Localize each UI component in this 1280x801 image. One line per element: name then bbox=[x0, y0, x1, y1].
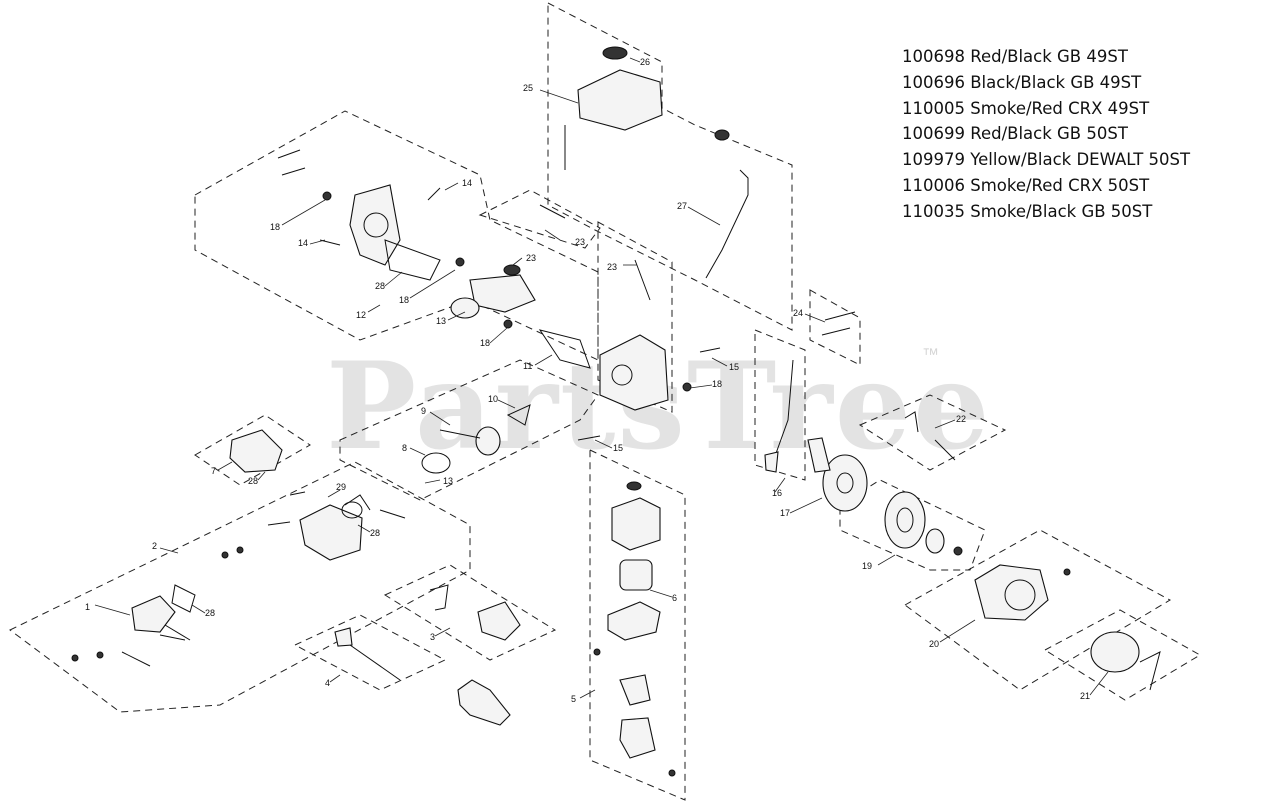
air-filter-box bbox=[589, 449, 686, 801]
valve-cover-icon bbox=[131, 595, 176, 633]
callout-label: 18 bbox=[712, 379, 722, 389]
callout-label: 13 bbox=[436, 316, 446, 326]
fan-cover-icon bbox=[974, 564, 1049, 621]
callout-label: 28 bbox=[205, 608, 215, 618]
callout-label: 9 bbox=[421, 406, 426, 416]
callout-label: 28 bbox=[248, 476, 258, 486]
recoil-starter-icon bbox=[1090, 631, 1140, 673]
callout-label: 18 bbox=[399, 295, 409, 305]
flywheel-icon bbox=[822, 454, 868, 512]
callout-label: 3 bbox=[430, 632, 435, 642]
crankcase-cover-icon bbox=[349, 184, 401, 266]
callout-label: 23 bbox=[607, 262, 617, 272]
callout-label: 4 bbox=[325, 678, 330, 688]
ignition-coil-icon bbox=[904, 411, 956, 461]
callout-label: 29 bbox=[336, 482, 346, 492]
side-box bbox=[809, 289, 861, 366]
legend-line: 100699 Red/Black GB 50ST bbox=[902, 124, 1128, 144]
callout-label: 23 bbox=[575, 237, 585, 247]
legend-line: 100698 Red/Black GB 49ST bbox=[902, 47, 1128, 66]
callout-label: 24 bbox=[793, 308, 803, 318]
crankshaft-icon bbox=[469, 274, 536, 313]
piston-icon bbox=[475, 426, 501, 456]
callout-label: 28 bbox=[375, 281, 385, 291]
piston-rings-icon bbox=[421, 452, 451, 474]
ignition-box bbox=[858, 394, 1007, 471]
callout-label: 12 bbox=[356, 310, 366, 320]
choke-box bbox=[754, 329, 806, 481]
callout-label: 15 bbox=[613, 443, 623, 453]
callout-label: 8 bbox=[402, 443, 407, 453]
legend-line: 109979 Yellow/Black DEWALT 50ST bbox=[902, 150, 1191, 170]
callout-label: 14 bbox=[462, 178, 472, 188]
callout-label: 15 bbox=[729, 362, 739, 372]
model-legend: 100698 Red/Black GB 49ST 100696 Black/Bl… bbox=[902, 44, 1190, 225]
legend-line: 110005 Smoke/Red CRX 49ST bbox=[902, 98, 1150, 118]
parts bbox=[71, 46, 1161, 777]
callout-labels: 26 25 27 14 18 14 28 18 12 13 23 23 23 1… bbox=[85, 57, 1090, 704]
callout-label: 14 bbox=[298, 238, 308, 248]
callout-label: 2 bbox=[152, 541, 157, 551]
callout-label: 20 bbox=[929, 639, 939, 649]
air-filter-base-icon bbox=[607, 601, 661, 641]
callout-label: 1 bbox=[85, 602, 90, 612]
carburetor-group-box bbox=[9, 461, 471, 713]
callout-label: 16 bbox=[772, 488, 782, 498]
callout-label: 5 bbox=[571, 694, 576, 704]
callout-label: 22 bbox=[956, 414, 966, 424]
callout-label: 13 bbox=[443, 476, 453, 486]
fuel-tank-box bbox=[547, 2, 793, 331]
fan-icon bbox=[884, 491, 926, 549]
legend-line: 110035 Smoke/Black GB 50ST bbox=[902, 201, 1153, 221]
callout-label: 6 bbox=[672, 593, 677, 603]
starter-cup-icon bbox=[925, 528, 945, 554]
dipstick-icon bbox=[705, 169, 749, 279]
flywheel-box bbox=[839, 479, 986, 571]
callout-label: 28 bbox=[370, 528, 380, 538]
fan-cover-box bbox=[904, 529, 1172, 691]
air-filter-cover-icon bbox=[611, 497, 661, 551]
callout-label: 25 bbox=[523, 83, 533, 93]
callout-label: 11 bbox=[523, 361, 532, 371]
crankcase-box bbox=[597, 221, 673, 413]
gasket-box bbox=[194, 414, 311, 486]
cylinder-head-icon bbox=[229, 429, 283, 473]
fuel-tank-icon bbox=[577, 69, 663, 131]
leader-lines bbox=[94, 57, 1109, 699]
piston-box bbox=[339, 359, 599, 501]
carb-adapter-icon bbox=[619, 674, 651, 706]
bracket-icon bbox=[457, 679, 511, 726]
callout-label: 18 bbox=[270, 222, 280, 232]
muffler-box bbox=[383, 564, 557, 661]
fuel-line-box bbox=[478, 189, 601, 249]
callout-label: 27 bbox=[677, 201, 687, 211]
muffler-icon bbox=[477, 601, 521, 641]
watermark-tm: ™ bbox=[922, 345, 939, 364]
callout-label: 23 bbox=[526, 253, 536, 263]
callout-label: 7 bbox=[211, 466, 216, 476]
group-boxes bbox=[9, 2, 1201, 801]
carburetor-icon bbox=[299, 504, 363, 561]
throttle-icon bbox=[334, 627, 353, 647]
callout-label: 18 bbox=[480, 338, 490, 348]
callout-label: 21 bbox=[1080, 691, 1090, 701]
callout-label: 19 bbox=[862, 561, 872, 571]
callout-label: 10 bbox=[488, 394, 498, 404]
legend-line: 110006 Smoke/Red CRX 50ST bbox=[902, 175, 1150, 195]
legend-line: 100696 Black/Black GB 49ST bbox=[902, 72, 1142, 92]
air-filter-element-icon bbox=[619, 559, 653, 591]
fuel-cap-icon bbox=[602, 46, 628, 60]
callout-label: 17 bbox=[780, 508, 790, 518]
engine-block-icon bbox=[599, 334, 669, 411]
callout-label: 26 bbox=[640, 57, 650, 67]
